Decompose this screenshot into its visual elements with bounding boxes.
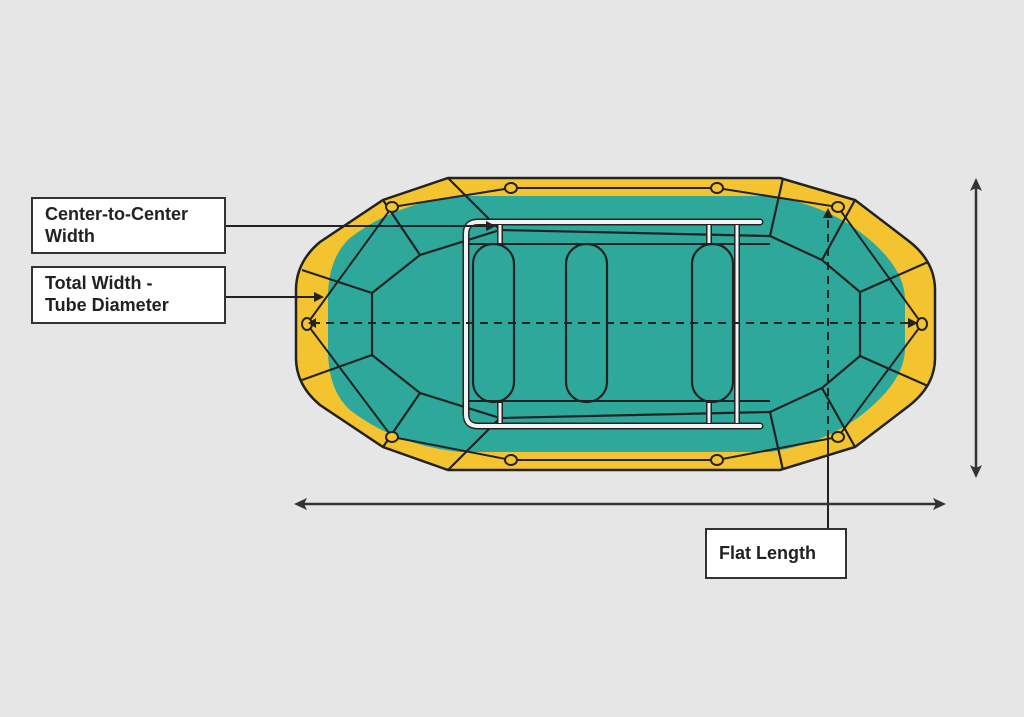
flat-length-indicator <box>823 208 833 528</box>
thwart-1 <box>471 242 516 404</box>
centerline <box>308 318 918 328</box>
d-ring-icon <box>504 454 518 466</box>
total-width-label: Total Width - Tube Diameter <box>31 266 226 324</box>
label-line: Total Width - <box>45 273 153 293</box>
label-text: Flat Length <box>719 543 816 563</box>
d-ring-icon <box>916 317 928 331</box>
d-ring-icon <box>385 431 399 443</box>
d-ring-icon <box>504 182 518 194</box>
d-rings <box>301 182 928 466</box>
d-ring-icon <box>831 431 845 443</box>
overall-width-arrow <box>970 178 982 478</box>
thwart-3 <box>690 242 735 404</box>
label-line: Center-to-Center <box>45 204 189 224</box>
d-ring-icon <box>831 201 845 213</box>
d-ring-icon <box>385 201 399 213</box>
label-line: Tube Diameter <box>45 295 169 315</box>
thwart-2 <box>564 242 609 404</box>
frame-cross-lines <box>466 243 770 402</box>
flat-length-label: Flat Length <box>705 528 847 579</box>
d-ring-icon <box>710 182 724 194</box>
overall-length-arrow <box>294 498 946 510</box>
center-to-center-width-label: Center-to-Center Width <box>31 197 226 254</box>
d-ring-icon <box>710 454 724 466</box>
label-line: Width <box>45 226 95 246</box>
leader-lines <box>226 221 496 302</box>
